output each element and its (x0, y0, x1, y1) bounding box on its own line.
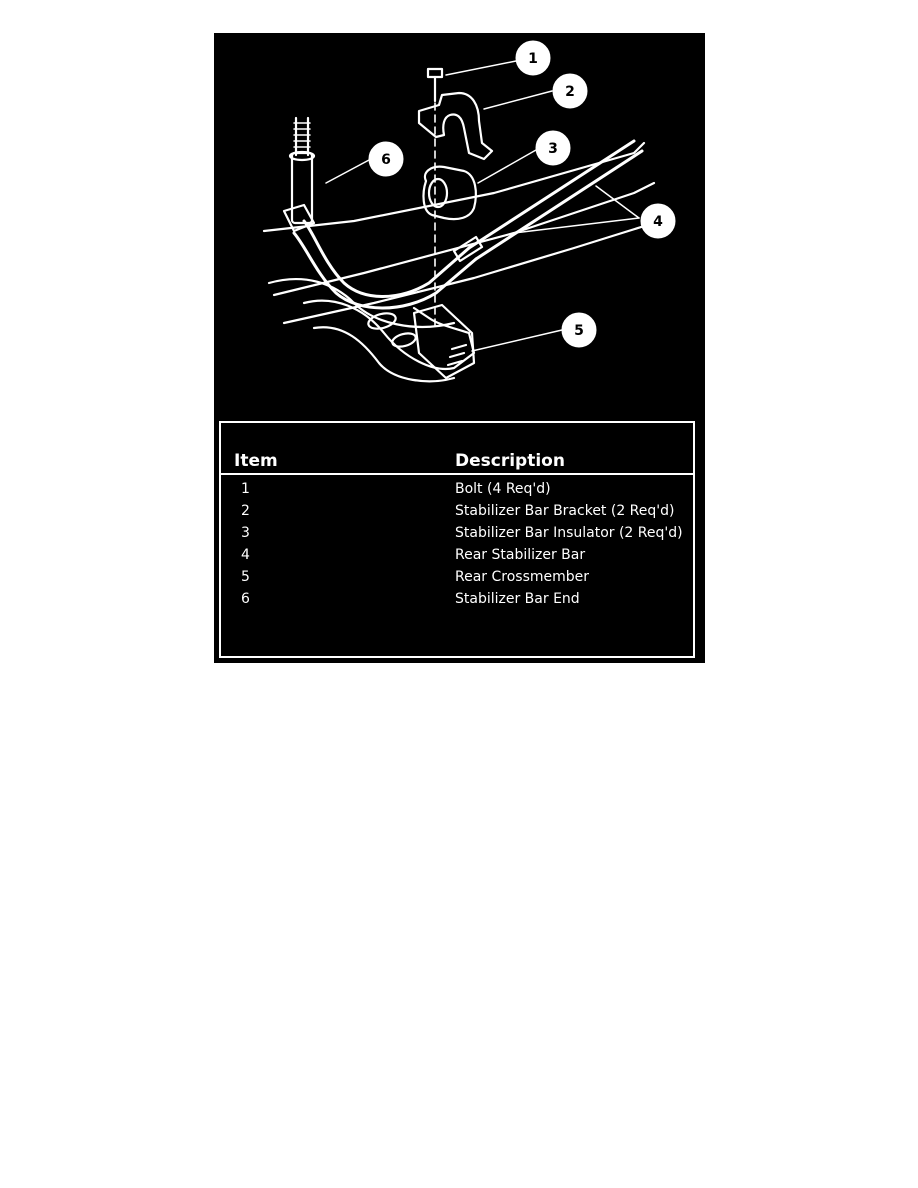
leader-4b (513, 217, 640, 234)
legend-table: Item Description 1 Bolt (4 Req'd) 2 Stab… (219, 421, 695, 658)
legend-table-body: 1 Bolt (4 Req'd) 2 Stabilizer Bar Bracke… (221, 477, 693, 609)
crossmember-body (302, 299, 476, 371)
leader-6 (325, 159, 370, 184)
figure-panel: 1 2 3 4 5 6 Item Description 1 Bolt (4 R… (214, 33, 705, 663)
crossmember-hole-1 (367, 312, 397, 330)
callout-1-label: 1 (528, 51, 538, 67)
item-number: 1 (241, 481, 250, 497)
item-number: 2 (241, 503, 250, 519)
callout-3-circle (535, 130, 571, 166)
callout-2-circle (552, 73, 588, 109)
callout-6-label: 6 (381, 152, 391, 168)
leader-3 (477, 149, 537, 184)
item-description: Stabilizer Bar Insulator (2 Req'd) (455, 525, 683, 541)
table-row: 3 Stabilizer Bar Insulator (2 Req'd) (221, 521, 693, 543)
callout-5-circle (561, 312, 597, 348)
frame-rail-upper (262, 141, 646, 233)
table-row: 2 Stabilizer Bar Bracket (2 Req'd) (221, 499, 693, 521)
item-number: 5 (241, 569, 250, 585)
callout-5-label: 5 (574, 323, 584, 339)
item-number: 6 (241, 591, 250, 607)
leader-4a (595, 185, 640, 219)
insulator (422, 165, 477, 221)
stabilizer-bar-bend (302, 219, 471, 298)
crossmember-hole-2 (391, 332, 417, 348)
table-row: 5 Rear Crossmember (221, 565, 693, 587)
crossmember-mount (412, 303, 476, 380)
callout-3-label: 3 (548, 141, 558, 157)
frame-rail-mid (282, 221, 656, 325)
legend-table-header: Item Description (221, 423, 693, 475)
column-header-item: Item (234, 451, 278, 471)
leader-5 (471, 329, 563, 352)
column-header-description: Description (455, 451, 565, 471)
item-description: Bolt (4 Req'd) (455, 481, 551, 497)
item-description: Stabilizer Bar End (455, 591, 580, 607)
crossmember-lower (312, 326, 456, 383)
table-row: 4 Rear Stabilizer Bar (221, 543, 693, 565)
bolt-head (426, 67, 444, 79)
callout-2-label: 2 (565, 84, 575, 100)
bar-end-link (282, 203, 316, 233)
leader-2 (483, 90, 553, 110)
stabilizer-bar (467, 139, 636, 250)
item-description: Rear Stabilizer Bar (455, 547, 586, 563)
table-row: 1 Bolt (4 Req'd) (221, 477, 693, 499)
bracket (417, 91, 494, 161)
item-number: 4 (241, 547, 250, 563)
item-number: 3 (241, 525, 250, 541)
table-row: 6 Stabilizer Bar End (221, 587, 693, 609)
callout-4-label: 4 (653, 214, 663, 230)
bar-collar (452, 235, 484, 263)
item-description: Rear Crossmember (455, 569, 590, 585)
stabilizer-bar-diagram: 1 2 3 4 5 6 (262, 40, 676, 383)
item-description: Stabilizer Bar Bracket (2 Req'd) (455, 503, 675, 519)
callout-1-circle (515, 40, 551, 76)
callout-6-circle (368, 141, 404, 177)
callout-4-circle (640, 203, 676, 239)
leader-1 (445, 60, 517, 76)
